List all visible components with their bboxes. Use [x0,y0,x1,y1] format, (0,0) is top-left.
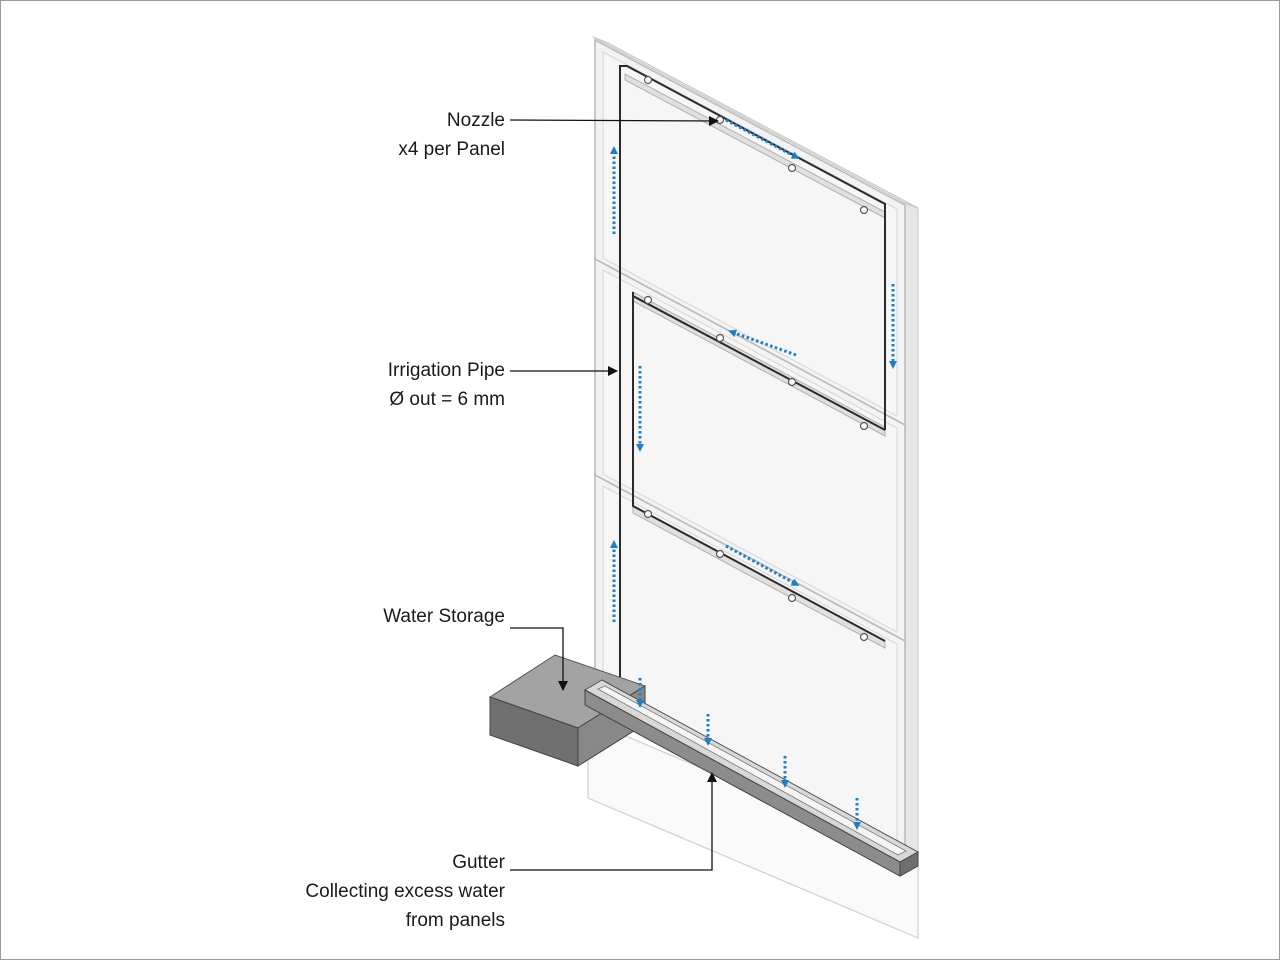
nozzles [643,75,869,642]
nozzle-marker [859,632,869,642]
gutter-inner [597,685,907,856]
nozzle-label-title: Nozzle [446,110,505,131]
gutter-label-desc-1: Collecting excess water [305,881,505,902]
leader-lines [509,115,719,871]
nozzle-marker [643,75,653,85]
nozzle-leader [509,115,719,126]
nozzle-marker [859,205,869,215]
green-wall-structure [587,36,919,939]
storage-leader [510,627,568,691]
nozzle-marker [787,377,797,387]
gutter-label-title: Gutter [452,852,505,873]
nozzle-marker [715,115,725,125]
gutter-channel [583,679,920,877]
gutter-leader [510,772,717,871]
nozzle-label-count: x4 per Panel [398,139,505,160]
nozzle-marker [643,509,653,519]
irrigation-pipe-label-title: Irrigation Pipe [387,360,505,381]
nozzle-label: Nozzle x4 per Panel [398,106,505,164]
nozzle-marker [787,593,797,603]
irrigation-pipe-label-diameter: Ø out = 6 mm [389,389,505,410]
gutter-label: Gutter Collecting excess water from pane… [305,848,505,935]
gutter-end [899,851,919,877]
nozzle-marker [715,333,725,343]
panel-2-inner [602,269,898,633]
flow-arrows [610,118,897,830]
wall-top-edge [592,36,919,209]
flow-arrow-right [725,118,800,159]
flow-arrow-right [725,544,800,586]
water-storage-label: Water Storage [383,602,505,631]
nozzle-marker [715,549,725,559]
nozzle-marker [787,163,797,173]
nozzle-marker [643,295,653,305]
nozzle-marker [859,421,869,431]
irrigation-pipe [619,65,886,682]
water-storage-label-title: Water Storage [383,606,505,627]
gutter-label-desc-2: from panels [405,910,505,931]
flow-arrow-left [728,329,797,357]
irrigation-pipe-label: Irrigation Pipe Ø out = 6 mm [388,356,505,414]
